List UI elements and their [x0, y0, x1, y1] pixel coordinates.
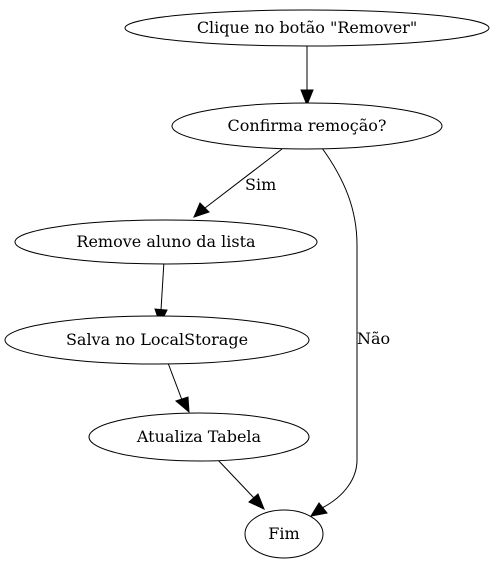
node-label: Clique no botão "Remover"	[197, 18, 417, 37]
node-label: Salva no LocalStorage	[66, 330, 248, 349]
arrowhead	[309, 502, 328, 517]
node-label: Confirma remoção?	[228, 116, 387, 135]
edge-save-to-update	[167, 362, 190, 414]
arrowhead	[193, 202, 210, 218]
node-remove-student: Remove aluno da lista	[14, 219, 318, 265]
node-label: Fim	[268, 524, 299, 543]
node-label: Remove aluno da lista	[76, 232, 256, 251]
edge-confirm-to-end	[309, 147, 358, 517]
node-end: Fim	[244, 509, 324, 559]
node-click-remove: Clique no botão "Remover"	[124, 9, 490, 47]
node-label: Atualiza Tabela	[136, 427, 262, 446]
edge-click-to-confirm	[300, 46, 314, 107]
node-update-table: Atualiza Tabela	[88, 412, 310, 462]
node-confirm: Confirma remoção?	[171, 102, 443, 150]
edge-label-no: Não	[357, 329, 390, 348]
edge-remove-to-save	[154, 260, 168, 326]
node-save-storage: Salva no LocalStorage	[4, 315, 310, 365]
edge-update-to-end	[216, 458, 265, 510]
arrowhead	[248, 493, 265, 510]
arrowhead	[300, 89, 314, 107]
edge-confirm-to-remove	[193, 148, 283, 218]
edge-label-yes: Sim	[245, 175, 276, 194]
arrowhead	[174, 396, 190, 414]
